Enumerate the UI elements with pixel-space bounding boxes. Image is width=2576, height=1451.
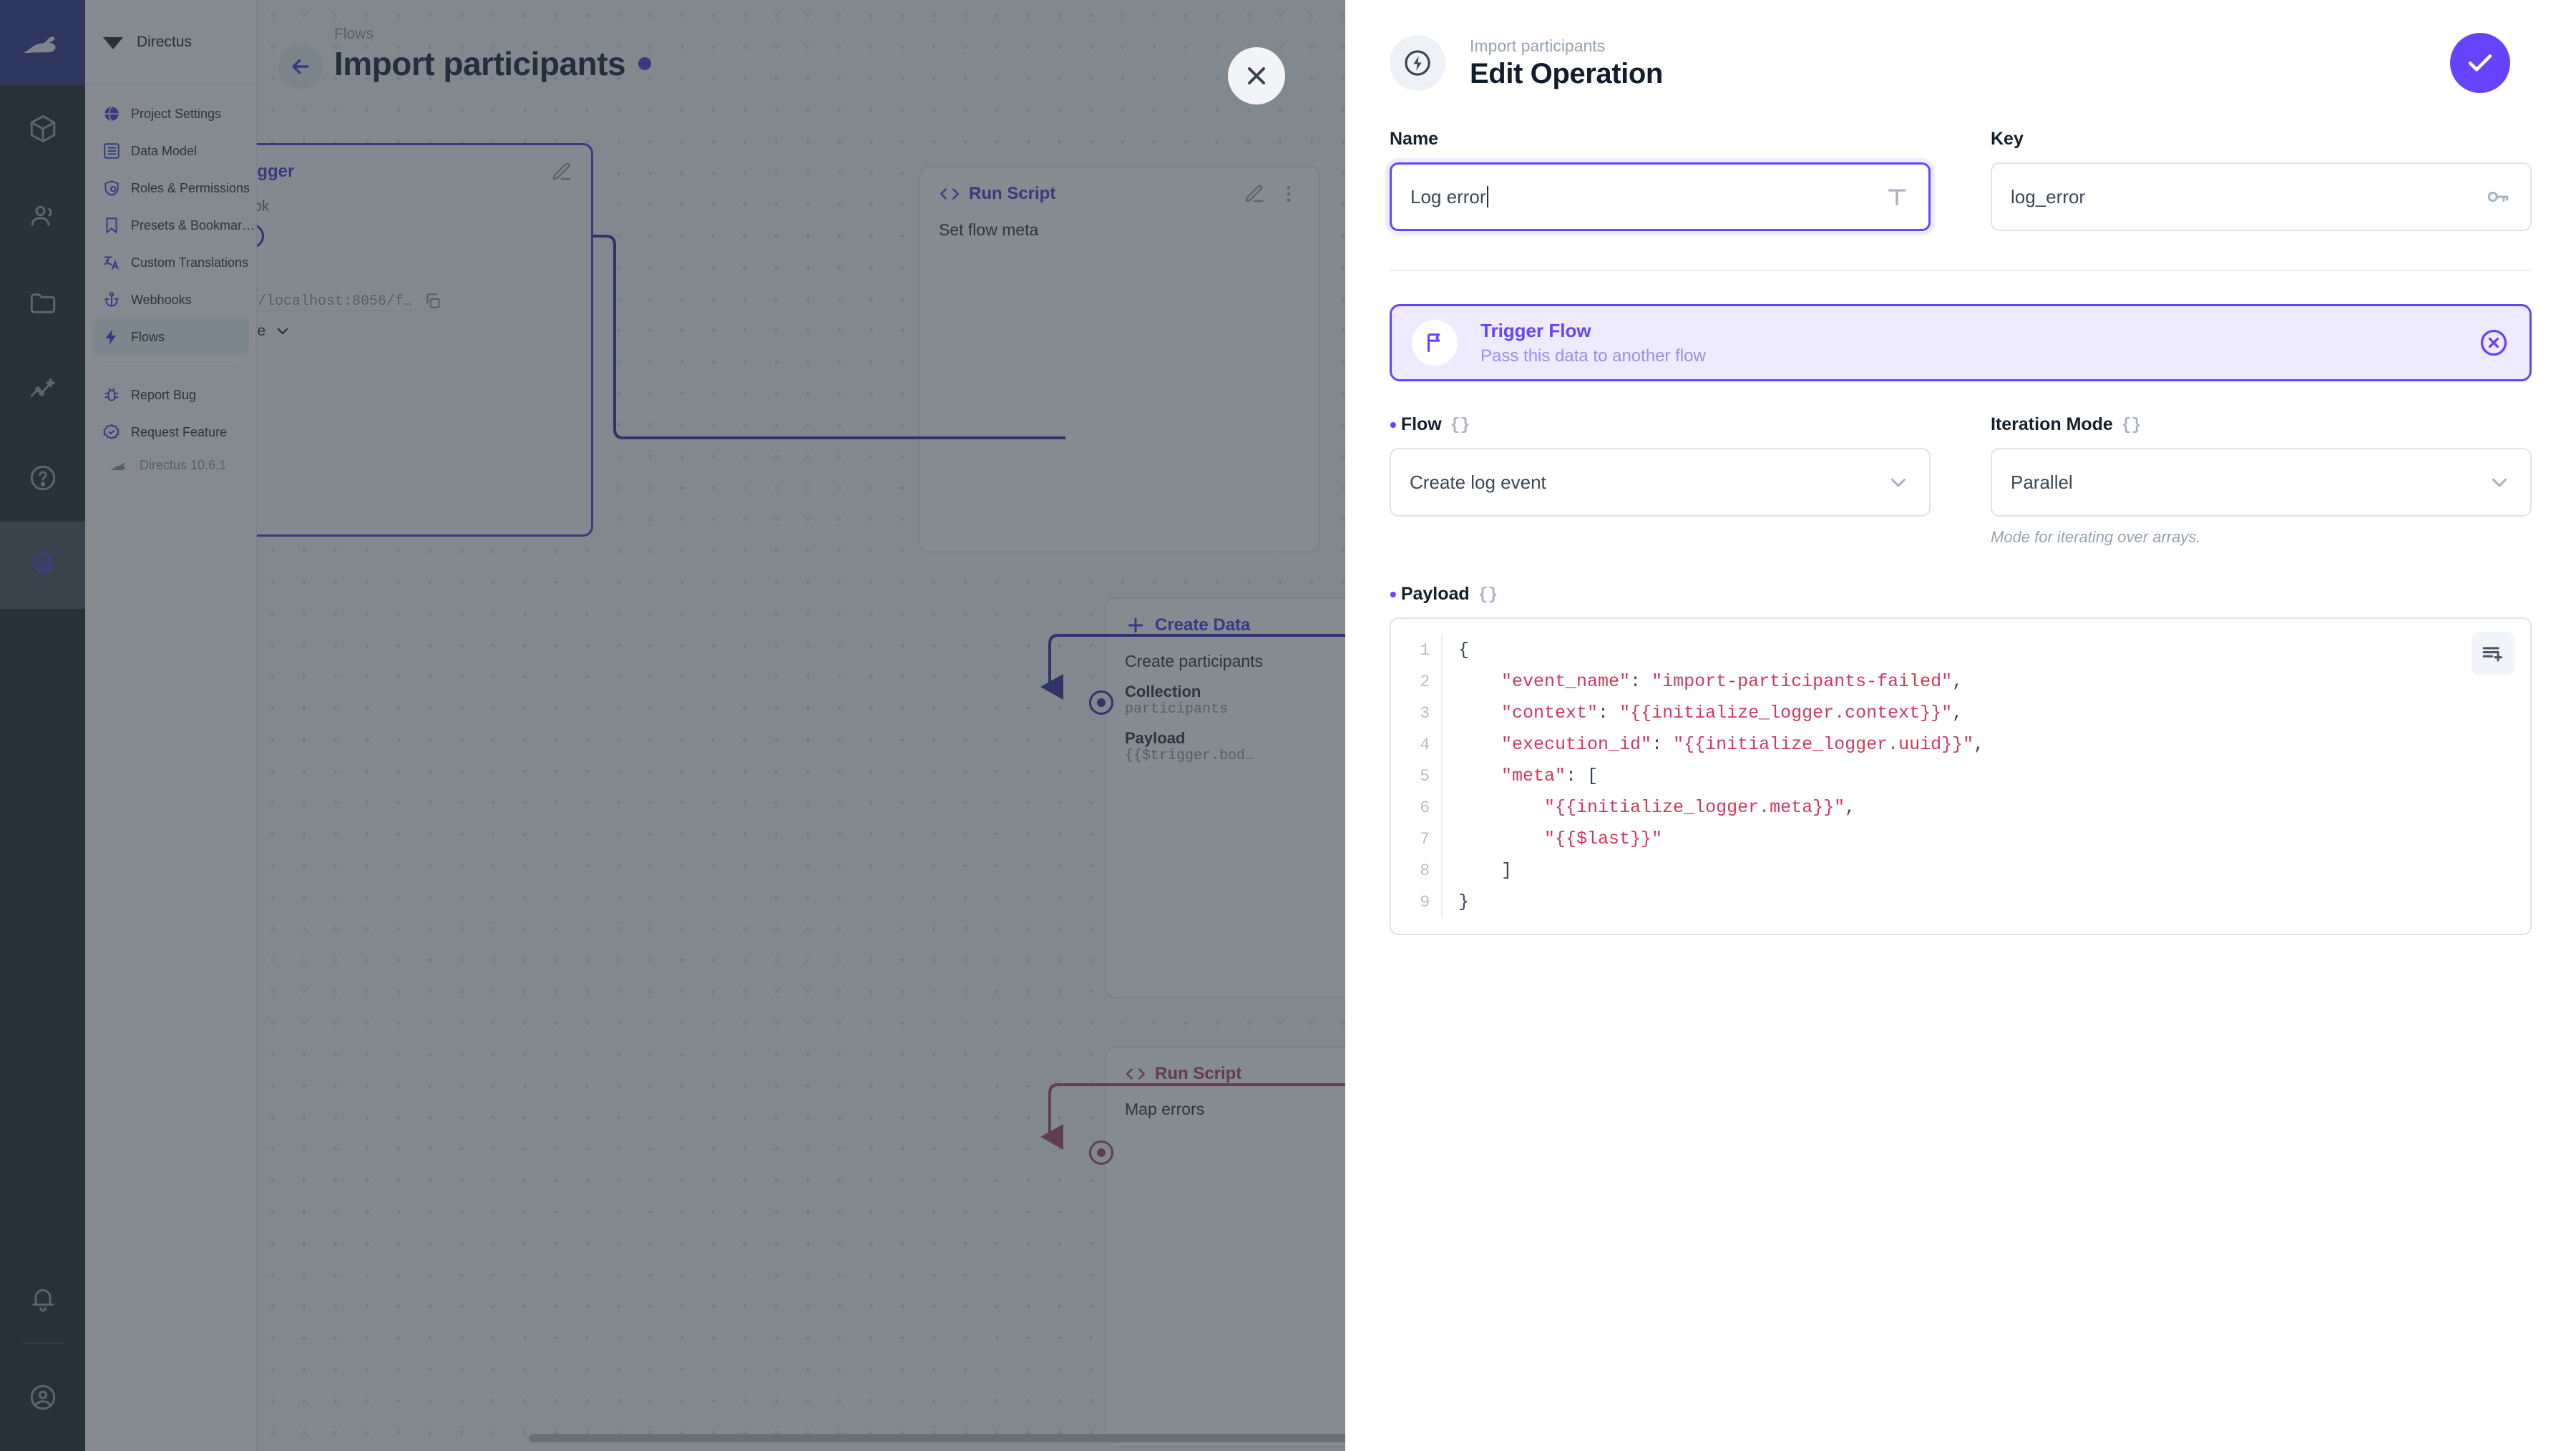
- section-divider: [1390, 270, 2532, 271]
- iteration-mode-select[interactable]: Parallel: [1991, 448, 2532, 517]
- payload-field: • Payload {} 1 2 3 4 5 6 7 8 9 { "event_name": "…: [1390, 584, 2532, 935]
- trigger-bolt-icon: [1390, 35, 1445, 91]
- name-key-row: Name Log error Key log_error: [1390, 129, 2532, 231]
- operation-type-subtitle: Pass this data to another flow: [1480, 346, 1706, 366]
- iteration-mode-field: Iteration Mode {} Parallel Mode for iter…: [1991, 414, 2532, 547]
- drawer-header: Import participants Edit Operation: [1345, 0, 2576, 93]
- operation-type-card[interactable]: Trigger Flow Pass this data to another f…: [1390, 304, 2532, 381]
- key-icon: [2484, 183, 2512, 210]
- text-caret: [1486, 186, 1488, 207]
- key-input[interactable]: log_error: [1991, 162, 2532, 231]
- code-line: }: [1458, 891, 1470, 912]
- name-field-label: Name: [1390, 129, 1439, 149]
- key-input-value: log_error: [2011, 185, 2086, 207]
- check-icon: [2468, 54, 2492, 72]
- code-line-number: 1: [1420, 641, 1430, 660]
- code-line: "meta": [: [1501, 766, 1599, 786]
- code-line-number: 6: [1420, 798, 1430, 817]
- edit-operation-drawer: Import participants Edit Operation Name …: [1345, 0, 2576, 1451]
- code-line: ]: [1458, 860, 1513, 881]
- operation-type-text: Trigger Flow Pass this data to another f…: [1480, 320, 1706, 366]
- drawer-title: Edit Operation: [1470, 57, 1663, 89]
- close-drawer-button[interactable]: [1228, 47, 1285, 104]
- key-field: Key log_error: [1991, 129, 2532, 231]
- chevron-down-icon: [1886, 470, 1911, 494]
- code-line-number: 5: [1420, 767, 1430, 786]
- playlist-add-icon: [2482, 647, 2502, 662]
- text-format-icon: [1884, 184, 1910, 210]
- code-line: "context": "{{initialize_logger.context}…: [1501, 703, 1963, 723]
- code-line-number: 8: [1420, 861, 1430, 880]
- braces-badge: {}: [2121, 415, 2142, 434]
- code-line-number: 9: [1420, 893, 1430, 912]
- name-input-value: Log error: [1410, 186, 1884, 208]
- code-line-number: 2: [1420, 673, 1430, 691]
- code-line: "{{$last}}": [1544, 829, 1663, 849]
- iteration-mode-value: Parallel: [2011, 471, 2073, 493]
- save-operation-button[interactable]: [2450, 33, 2510, 93]
- flow-select[interactable]: Create log event: [1390, 448, 1931, 517]
- code-line: {: [1458, 640, 1470, 660]
- payload-field-label: • Payload {}: [1390, 582, 1498, 605]
- flag-icon: [1412, 320, 1458, 366]
- clear-operation-type-button[interactable]: [2478, 327, 2509, 358]
- drawer-body: Name Log error Key log_error: [1345, 93, 2576, 935]
- chevron-down-icon: [2487, 470, 2512, 494]
- code-line: "{{initialize_logger.meta}}",: [1544, 797, 1856, 818]
- close-circle-icon: [2480, 329, 2507, 356]
- flow-select-value: Create log event: [1410, 471, 1546, 493]
- drawer-breadcrumb: Import participants: [1470, 36, 1606, 55]
- code-line-number: 7: [1420, 830, 1430, 849]
- braces-badge: {}: [1450, 415, 1470, 434]
- payload-code-editor[interactable]: 1 2 3 4 5 6 7 8 9 { "event_name": "import-partic…: [1390, 617, 2532, 935]
- code-line-number: 4: [1420, 736, 1430, 754]
- code-line: "execution_id": "{{initialize_logger.uui…: [1501, 734, 1985, 755]
- flow-iteration-row: • Flow {} Create log event Iteration Mod…: [1390, 414, 2532, 547]
- operation-type-title: Trigger Flow: [1480, 319, 1591, 341]
- code-line-number: 3: [1420, 704, 1430, 723]
- drawer-backdrop[interactable]: [0, 0, 1345, 1451]
- iteration-mode-label: Iteration Mode {}: [1991, 414, 2142, 434]
- key-field-label: Key: [1991, 129, 2024, 149]
- code-line: "event_name": "import-participants-faile…: [1501, 671, 1963, 692]
- name-input[interactable]: Log error: [1390, 162, 1931, 231]
- braces-badge: {}: [1478, 585, 1498, 604]
- flow-field: • Flow {} Create log event: [1390, 414, 1931, 547]
- insert-variable-button[interactable]: [2472, 632, 2514, 675]
- name-field: Name Log error: [1390, 129, 1931, 231]
- code-gutter: 1 2 3 4 5 6 7 8 9: [1391, 635, 1443, 918]
- flow-field-label: • Flow {}: [1390, 413, 1470, 436]
- close-x-icon: [1248, 67, 1265, 84]
- code-content[interactable]: { "event_name": "import-participants-fai…: [1443, 635, 1984, 918]
- iteration-mode-note: Mode for iterating over arrays.: [1991, 528, 2201, 546]
